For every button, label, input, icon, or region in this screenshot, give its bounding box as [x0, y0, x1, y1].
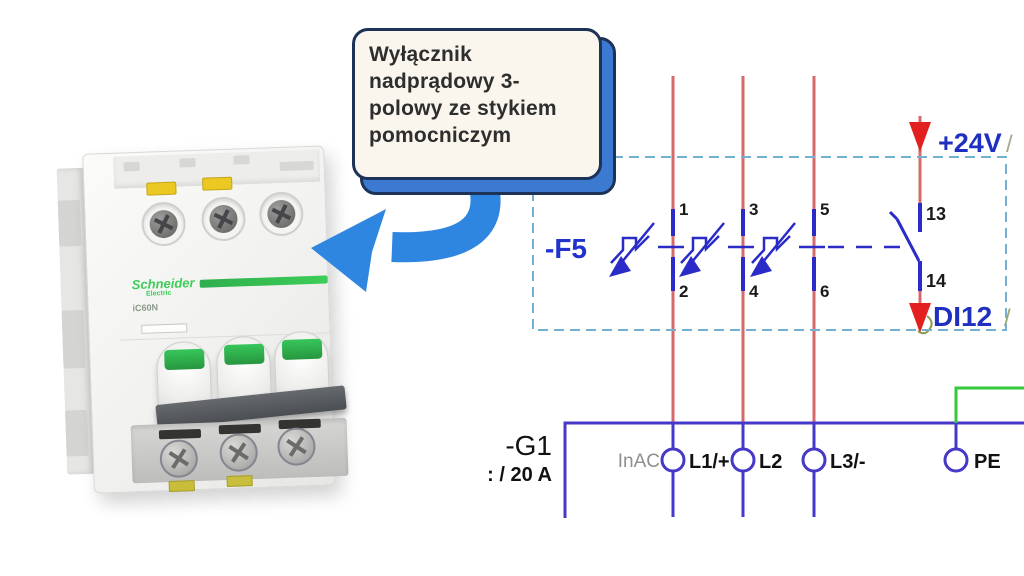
terminal-circle-l2 [730, 447, 756, 473]
breaker-pole-3 [750, 209, 825, 291]
terminal-5-label: 5 [820, 200, 829, 219]
aux-contact [888, 203, 922, 291]
terminal-circle-l3 [801, 447, 827, 473]
callout-bubble: Wyłącznik nadprądowy 3- polowy ze stykie… [352, 28, 602, 180]
supply-arrow-icon [909, 122, 931, 152]
callout-text-line: Wyłącznik [369, 43, 472, 66]
plc-rating-label: : / 20 A [487, 464, 552, 486]
terminal-1-label: 1 [679, 200, 688, 219]
plc-tag-label: -G1 [505, 430, 552, 461]
breaker-macro-box [532, 156, 1007, 331]
terminal-14-label: 14 [926, 271, 946, 291]
terminal-l1-name: L1/+ [689, 451, 730, 473]
callout-text-line: pomocniczym [369, 124, 512, 147]
breaker-tag-label: -F5 [545, 233, 587, 264]
supply-24v-label: +24V [938, 128, 1002, 158]
callout-text-line: nadprądowy 3- [369, 70, 520, 93]
terminal-3-label: 3 [749, 200, 758, 219]
callout-text-line: polowy ze stykiem [369, 97, 557, 120]
plc-port-label: InAC [618, 451, 660, 472]
di12-ref-mark: / [1004, 305, 1011, 332]
terminal-2-label: 2 [679, 282, 688, 301]
supply-ref-mark: / [1006, 131, 1013, 158]
terminal-stubs [671, 423, 958, 517]
callout-arrowhead-icon [311, 209, 386, 292]
breaker-pole-2 [679, 209, 754, 291]
terminal-6-label: 6 [820, 282, 829, 301]
di-arrow-icon [909, 303, 931, 333]
breaker-pole-1 [609, 209, 684, 291]
terminal-l2-name: L2 [759, 451, 782, 473]
terminal-circle-pe [943, 447, 969, 473]
pe-green-line [954, 386, 1024, 423]
terminal-l3-name: L3/- [830, 451, 866, 473]
plc-outline [563, 421, 1024, 518]
di12-label: DI12 [933, 301, 992, 332]
terminal-4-label: 4 [749, 282, 759, 301]
terminal-13-label: 13 [926, 204, 946, 224]
terminal-pe-name: PE [974, 451, 1001, 473]
terminal-circle-l1 [660, 447, 686, 473]
